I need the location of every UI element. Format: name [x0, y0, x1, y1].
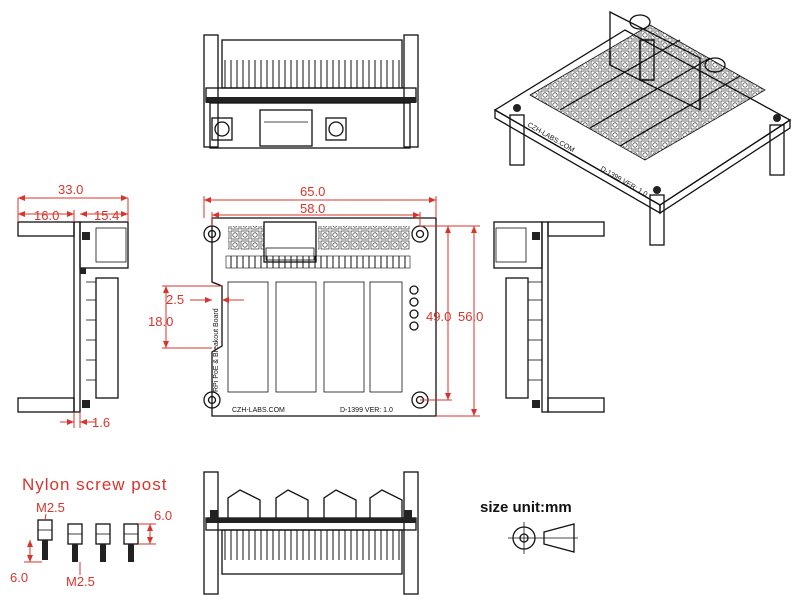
top-plan-view: RPi PoE & Breakout Board CZH-LABS.COM D-…	[203, 217, 437, 417]
left-side-view	[17, 221, 129, 413]
dim-top-total: 65.0	[300, 184, 325, 199]
front-view-top	[203, 34, 419, 149]
front-view-bottom	[203, 471, 419, 595]
unit-note: size unit:mm	[480, 499, 578, 554]
pcb-model: D-1399 VER: 1.0	[340, 407, 393, 414]
left-side-dimensions: 33.0 16.0 15.4 1.6	[17, 182, 129, 430]
unit-note-text: size unit:mm	[480, 499, 572, 516]
dim-hole-y: 49.0	[426, 309, 451, 324]
projection-symbol-cone	[543, 523, 575, 553]
right-side-view	[493, 221, 605, 413]
isometric-view: CZH-LABS.COM D-1399 VER: 1.0	[493, 10, 792, 246]
dim-top-height: 56.0	[458, 309, 483, 324]
screw-thread-top: M2.5	[36, 500, 65, 515]
screw-thread-bottom: M2.5	[66, 574, 95, 589]
dim-side-right: 15.4	[94, 208, 119, 223]
dim-hole-x: 58.0	[300, 201, 325, 216]
dim-side-thickness: 1.6	[92, 415, 110, 430]
dim-side-total: 33.0	[58, 182, 83, 197]
dim-notch-height: 18.0	[148, 314, 173, 329]
nylon-screw-posts: Nylon screw post M2.5 M2.5 6.0 6.0	[10, 475, 172, 589]
dim-notch-depth: 2.5	[166, 292, 184, 307]
screw-post-title: Nylon screw post	[22, 475, 167, 494]
screw-length-left: 6.0	[10, 570, 28, 585]
screw-length-right: 6.0	[154, 508, 172, 523]
pcb-brand: CZH-LABS.COM	[232, 407, 285, 414]
top-view-dimensions: 65.0 58.0 49.0 56.0 18.0 2.5	[148, 184, 483, 417]
dim-side-left: 16.0	[34, 208, 59, 223]
pcb-board-name: RPi PoE & Breakout Board	[213, 308, 220, 392]
